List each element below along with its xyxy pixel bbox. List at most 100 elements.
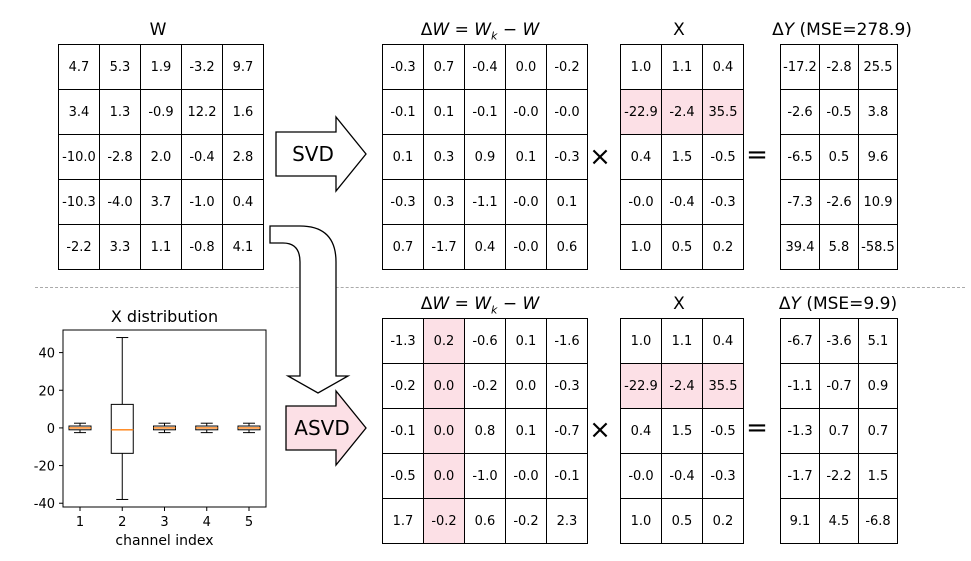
matrix-cell: -1.1 (780, 363, 820, 409)
matrix-cell: -0.2 (423, 498, 465, 544)
matrix-cell: -0.5 (702, 408, 744, 454)
matrix-cell: -0.9 (140, 89, 182, 135)
matrix-cell: 0.5 (819, 134, 859, 180)
matrix-cell: 0.4 (620, 134, 662, 180)
matrix-cell: 0.9 (858, 363, 898, 409)
matrix-cell: 0.4 (702, 44, 744, 90)
matrix-cell: -22.9 (620, 89, 662, 135)
matrix-cell: -0.1 (464, 89, 506, 135)
matrix-cell: -2.6 (780, 89, 820, 135)
matrix-cell: -1.7 (780, 453, 820, 499)
matrix-cell: -4.0 (99, 179, 141, 225)
matrix-cell: 0.4 (464, 224, 506, 270)
matrix-cell: -2.6 (819, 179, 859, 225)
matrix-cell: 0.3 (423, 179, 465, 225)
boxplot-title: X distribution (111, 307, 218, 326)
matrix-cell: -2.2 (58, 224, 100, 270)
matrix-cell: 0.0 (423, 363, 465, 409)
matrix-cell: 3.3 (99, 224, 141, 270)
matrix-cell: -58.5 (858, 224, 898, 270)
matrix-cell: -0.7 (546, 408, 588, 454)
boxplot-frame (62, 329, 267, 508)
matrix-cell: 9.7 (222, 44, 264, 90)
x-tick-label: 5 (245, 515, 253, 530)
matrix-cell: -0.5 (819, 89, 859, 135)
matrix-row: -0.0-0.4-0.3 (620, 453, 744, 499)
matrix-cell: 1.5 (661, 134, 703, 180)
x-tick-label: 4 (203, 515, 211, 530)
matrix-cell: 1.9 (140, 44, 182, 90)
matrix-cell: 0.4 (702, 318, 744, 364)
matrix-cell: 0.2 (702, 498, 744, 544)
x-tick-label: 3 (160, 515, 168, 530)
matrix-cell: -0.1 (546, 453, 588, 499)
y-tick-label: -40 (34, 497, 55, 512)
matrix-cell: -0.3 (382, 179, 424, 225)
matrix-cell: -0.2 (546, 44, 588, 90)
matrix-cell: -1.3 (382, 318, 424, 364)
matrix-cell: -2.8 (819, 44, 859, 90)
matrix-cell: 1.1 (140, 224, 182, 270)
section-divider (35, 287, 965, 288)
matrix-cell: -6.7 (780, 318, 820, 364)
matrix-cell: -22.9 (620, 363, 662, 409)
matrix-cell: -17.2 (780, 44, 820, 90)
matrix-cell: 1.0 (620, 498, 662, 544)
asvd-equals-sign: = (746, 413, 768, 443)
asvd-times-sign: × (589, 415, 611, 445)
matrix-cell: 2.0 (140, 134, 182, 180)
matrix-cell: -3.2 (181, 44, 223, 90)
matrix-cell: -0.1 (382, 408, 424, 454)
matrix-cell: -0.8 (181, 224, 223, 270)
x-tick-label: 1 (76, 515, 84, 530)
matrix-cell: 25.5 (858, 44, 898, 90)
matrix-cell: -1.0 (181, 179, 223, 225)
matrix-cell: 0.1 (505, 318, 547, 364)
matrix-cell: 1.5 (858, 453, 898, 499)
matrix-cell: 0.6 (546, 224, 588, 270)
matrix-cell: 0.1 (505, 408, 547, 454)
matrix-cell: -0.0 (620, 179, 662, 225)
matrix-cell: -0.3 (546, 134, 588, 180)
matrix-cell: -3.6 (819, 318, 859, 364)
matrix-cell: 3.8 (858, 89, 898, 135)
matrix-cell: 1.0 (620, 224, 662, 270)
w-matrix-title: W (149, 20, 167, 40)
svd-equals-sign: = (746, 140, 768, 170)
matrix-cell: -1.7 (423, 224, 465, 270)
matrix-cell: -10.0 (58, 134, 100, 180)
matrix-cell: 4.7 (58, 44, 100, 90)
matrix-cell: 1.6 (222, 89, 264, 135)
svd-arrow-label: SVD (292, 142, 334, 166)
matrix-cell: 0.0 (423, 453, 465, 499)
matrix-cell: 9.6 (858, 134, 898, 180)
matrix-cell: -0.0 (505, 453, 547, 499)
matrix-cell: -2.4 (661, 89, 703, 135)
matrix-cell: 0.7 (858, 408, 898, 454)
matrix-cell: -0.4 (181, 134, 223, 180)
asvd-arrow-label: ASVD (294, 416, 349, 440)
matrix-cell: 0.7 (423, 44, 465, 90)
y-tick-label: 40 (38, 347, 55, 362)
matrix-cell: -0.3 (382, 44, 424, 90)
matrix-cell: 35.5 (702, 89, 744, 135)
matrix-cell: 5.3 (99, 44, 141, 90)
